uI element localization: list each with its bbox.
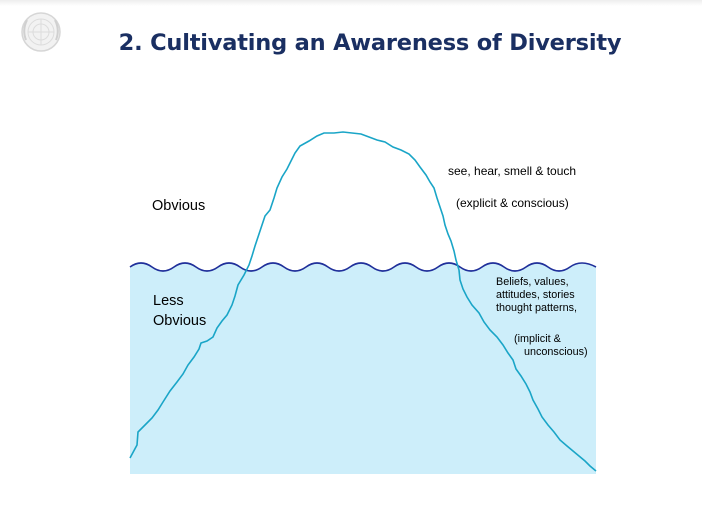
less-obvious-line1: Less [153,293,184,309]
slide-title: 2. Cultivating an Awareness of Diversity [118,30,622,56]
iceberg-outline [129,131,597,472]
above-water-senses-text: see, hear, smell & touch [448,164,577,178]
water-surface-line [129,262,597,272]
below-water-nature-text: (implicit & unconscious) [514,333,588,359]
below-water-line2: attitudes, stories [496,289,575,301]
less-obvious-label: Less Obvious [153,291,206,331]
below-water-nature-line2: unconscious) [524,346,588,358]
un-emblem-icon [21,12,61,52]
above-water-nature-text: (explicit & conscious) [456,196,569,210]
below-water-text: Beliefs, values, attitudes, stories thou… [496,276,577,315]
water-area [130,263,596,474]
less-obvious-line2: Obvious [153,313,207,329]
below-water-line1: Beliefs, values, [496,276,569,288]
top-shade [0,0,702,6]
obvious-label: Obvious [152,198,206,214]
below-water-line3: thought patterns, [496,302,578,314]
below-water-nature-line1: (implicit & [514,333,561,345]
